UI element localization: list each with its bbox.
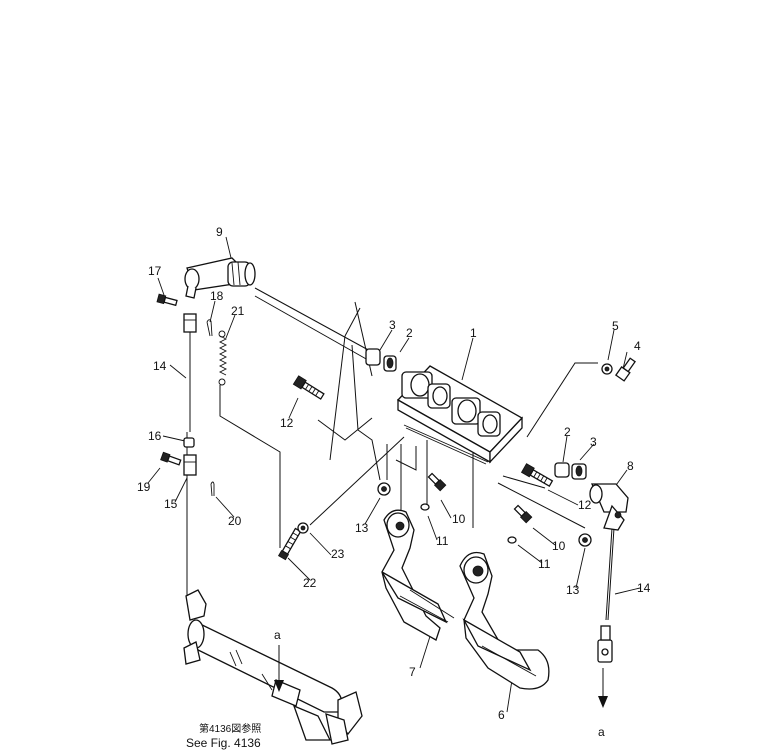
callout-9: 9 bbox=[216, 225, 223, 239]
callout-labels: 1 2 3 4 5 2 3 8 9 17 18 21 14 16 19 15 2… bbox=[137, 225, 651, 739]
callout-11-lower: 11 bbox=[538, 557, 551, 571]
callout-13-left: 13 bbox=[355, 521, 369, 535]
callout-2: 2 bbox=[406, 326, 413, 340]
caption-en: See Fig. 4136 bbox=[186, 736, 261, 750]
callout-14-left: 14 bbox=[153, 359, 167, 373]
callout-6: 6 bbox=[498, 708, 505, 722]
connector-marker-a-right: a bbox=[598, 725, 605, 739]
callout-3-right: 3 bbox=[590, 435, 597, 449]
spring-21 bbox=[218, 330, 228, 386]
callout-8: 8 bbox=[627, 459, 634, 473]
callout-22: 22 bbox=[303, 576, 317, 590]
pedal-6 bbox=[459, 551, 550, 690]
callout-16: 16 bbox=[148, 429, 162, 443]
lever-9 bbox=[184, 257, 256, 299]
bolt-12-left bbox=[292, 375, 325, 400]
pedal-bracket bbox=[396, 365, 524, 465]
callout-23: 23 bbox=[331, 547, 345, 561]
callout-4: 4 bbox=[634, 339, 641, 353]
callout-13-right: 13 bbox=[566, 583, 580, 597]
callout-21: 21 bbox=[231, 304, 245, 318]
callout-3: 3 bbox=[389, 318, 396, 332]
callout-1: 1 bbox=[470, 326, 477, 340]
callout-11-upper: 11 bbox=[436, 534, 449, 548]
connector-arrows bbox=[274, 645, 608, 708]
callout-2-right: 2 bbox=[564, 425, 571, 439]
caption-jp: 第4136図参照 bbox=[199, 722, 261, 735]
small-parts bbox=[156, 293, 636, 561]
callout-10-upper: 10 bbox=[452, 512, 466, 526]
callout-20: 20 bbox=[228, 514, 242, 528]
callout-17: 17 bbox=[148, 264, 162, 278]
figure-reference: 第4136図参照 See Fig. 4136 bbox=[186, 722, 261, 750]
callout-12-left: 12 bbox=[280, 416, 294, 430]
callout-7: 7 bbox=[409, 665, 416, 679]
lever-8 bbox=[589, 483, 629, 663]
callout-18: 18 bbox=[210, 289, 224, 303]
callout-12-right: 12 bbox=[578, 498, 592, 512]
connector-marker-a-left: a bbox=[274, 628, 281, 642]
callout-10-lower: 10 bbox=[552, 539, 566, 553]
callout-14-right: 14 bbox=[637, 581, 651, 595]
linkage-lines bbox=[186, 287, 615, 621]
callout-15: 15 bbox=[164, 497, 178, 511]
callout-19: 19 bbox=[137, 480, 151, 494]
bushing-left bbox=[365, 348, 381, 366]
cross-shaft bbox=[183, 589, 363, 745]
pedal-7 bbox=[381, 509, 455, 641]
callout-5: 5 bbox=[612, 319, 619, 333]
bushing-right bbox=[554, 462, 570, 478]
